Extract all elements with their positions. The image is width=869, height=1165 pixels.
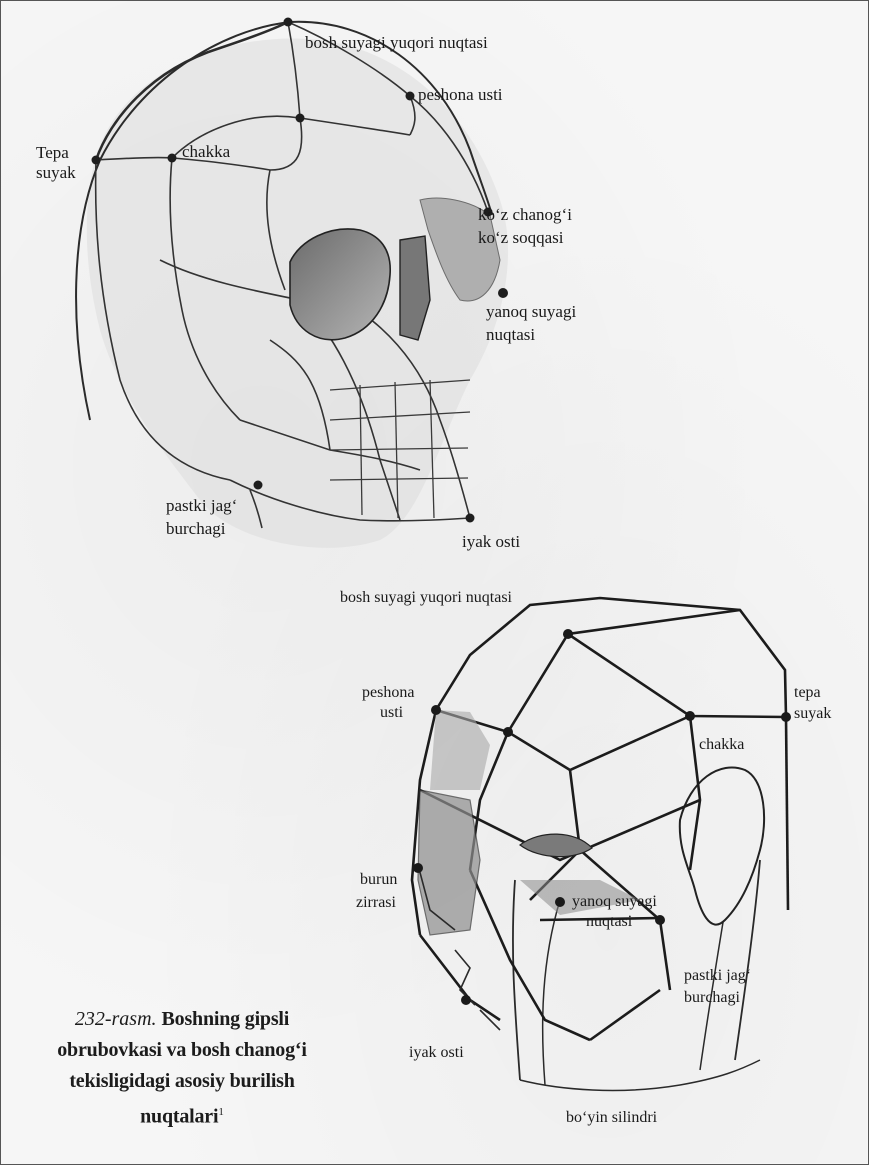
label-top-yanoq-line2: nuqtasi: [486, 326, 535, 344]
label-top-tepa: Tepa: [36, 144, 69, 162]
label-top-suyak: suyak: [36, 164, 76, 182]
label-bottom-pastki-line2: burchagi: [684, 989, 740, 1006]
caption-line3: tekisligidagi asosiy burilish: [14, 1066, 350, 1097]
brow-shading: [430, 710, 490, 790]
eye: [520, 834, 592, 857]
planar-head-drawing: [412, 598, 791, 1090]
label-top-chakka: chakka: [182, 143, 230, 161]
label-bottom-iyak-osti: iyak osti: [409, 1044, 464, 1061]
caption-footnote-marker: 1: [218, 1106, 224, 1118]
neck-base: [520, 1060, 760, 1090]
label-bottom-boyin: bo‘yin silindri: [566, 1109, 657, 1126]
label-bottom-bosh-suyagi: bosh suyagi yuqori nuqtasi: [340, 589, 512, 606]
label-bottom-usti: usti: [380, 704, 403, 721]
label-bottom-yanoq-line2: nuqtasi: [586, 913, 632, 930]
label-bottom-tepa: tepa: [794, 684, 821, 701]
face-shading: [418, 790, 480, 935]
label-top-pastki-line1: pastki jag‘: [166, 497, 237, 515]
caption-line1: Boshning gipsli: [162, 1008, 290, 1030]
label-bottom-suyak: suyak: [794, 705, 831, 722]
figure-caption: 232-rasm. Boshning gipsli obrubovkasi va…: [14, 1004, 350, 1133]
label-top-bosh-suyagi: bosh suyagi yuqori nuqtasi: [305, 34, 488, 52]
caption-line2: obrubovkasi va bosh chanog‘i: [14, 1035, 350, 1066]
label-top-peshona-usti: peshona usti: [418, 86, 503, 104]
label-bottom-zirrasi: zirrasi: [356, 894, 396, 911]
label-top-pastki-line2: burchagi: [166, 520, 225, 538]
label-top-iyak-osti: iyak osti: [462, 533, 520, 551]
caption-line4: nuqtalari: [140, 1106, 218, 1128]
label-bottom-yanoq-line1: yanoq suyagi: [572, 893, 657, 910]
label-bottom-burun: burun: [360, 871, 397, 888]
label-bottom-pastki-line1: pastki jag‘: [684, 967, 751, 984]
label-bottom-chakka: chakka: [699, 736, 744, 753]
label-top-koz-chanogi: ko‘z chanog‘i: [478, 206, 572, 224]
label-top-yanoq-line1: yanoq suyagi: [486, 303, 576, 321]
caption-number: 232-rasm.: [75, 1008, 157, 1030]
label-top-koz-soqqasi: ko‘z soqqasi: [478, 229, 563, 247]
label-bottom-peshona: peshona: [362, 684, 414, 701]
